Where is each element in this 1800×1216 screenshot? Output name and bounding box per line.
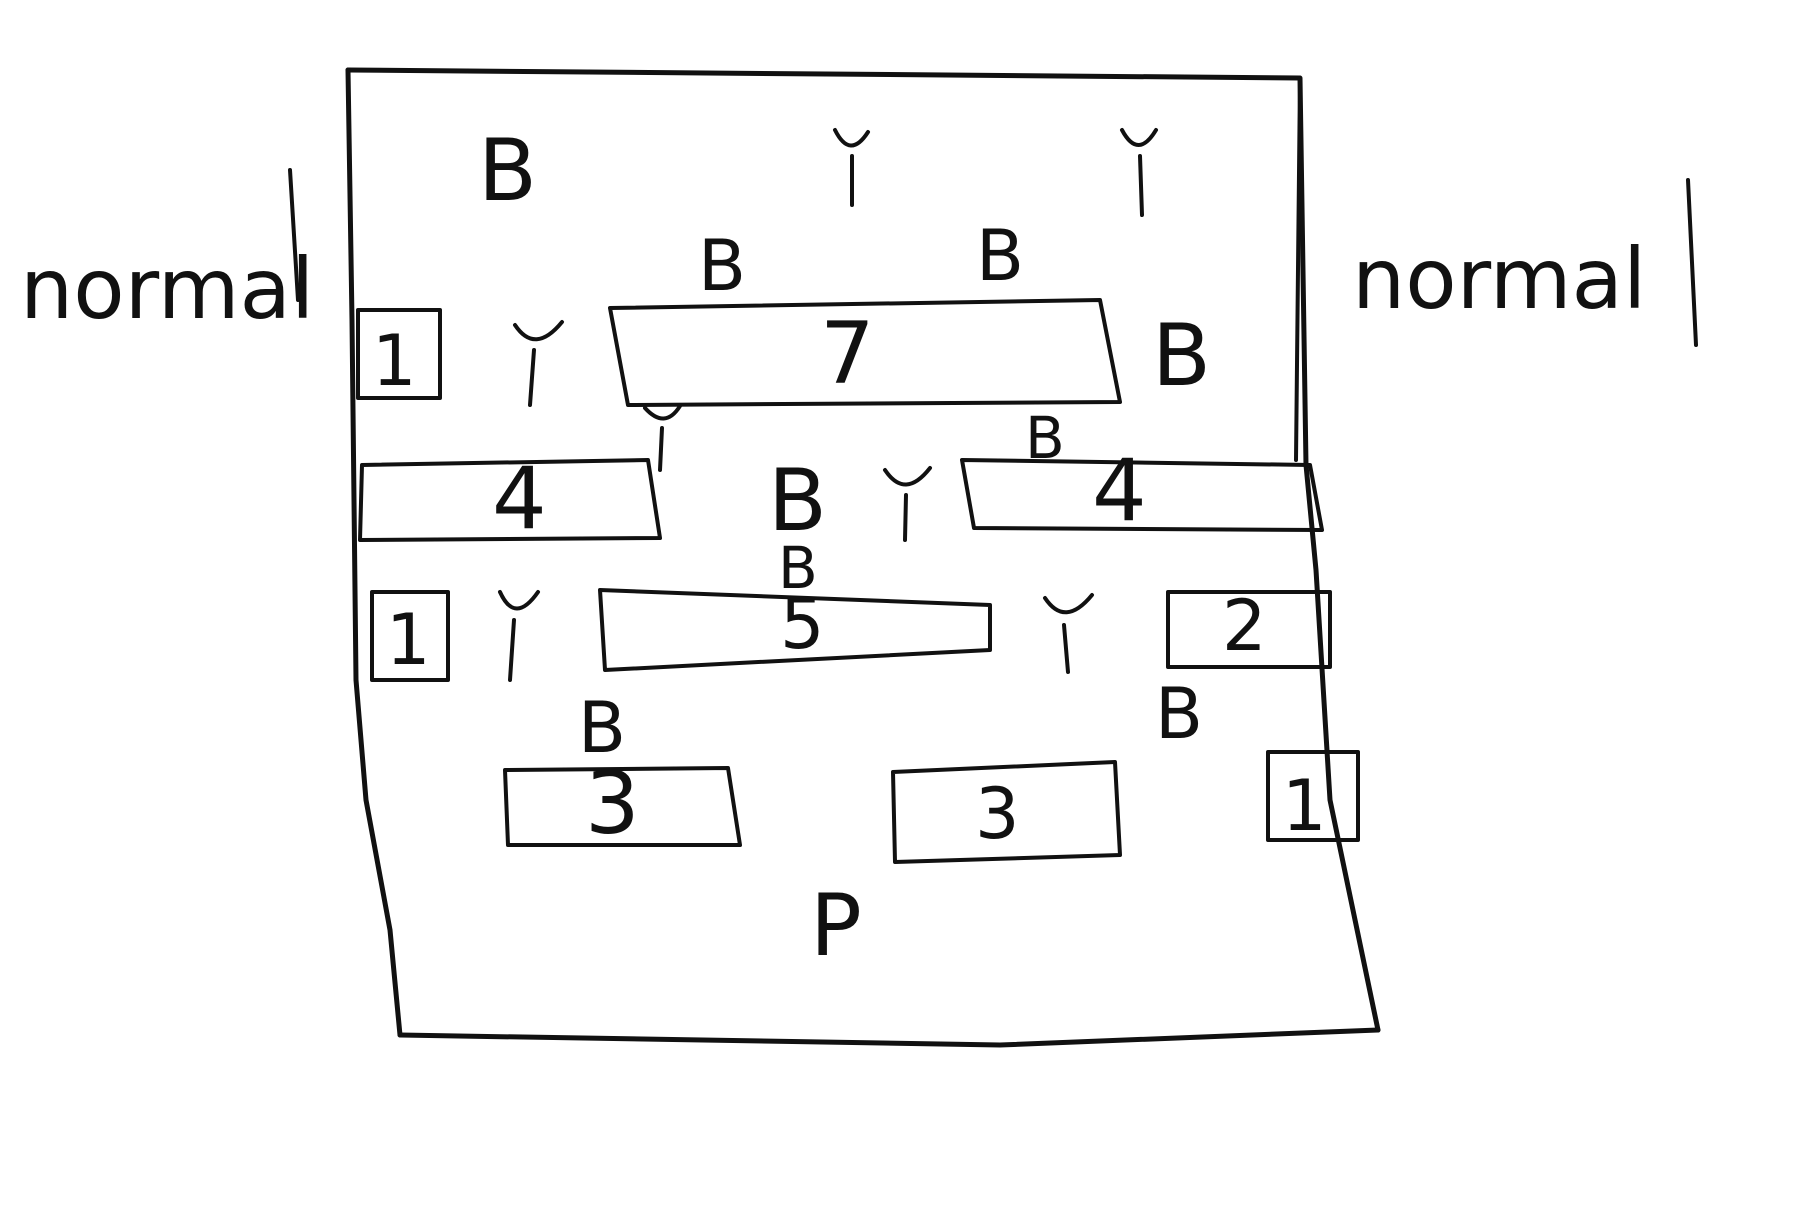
side-stroke-left — [288, 168, 300, 302]
y-icon-row3-left — [513, 320, 564, 407]
frame-right — [1303, 462, 1381, 1033]
letter-p-bottom: P — [810, 876, 862, 976]
letter-b-center-small: B — [778, 534, 818, 602]
box-3-right — [891, 760, 1122, 864]
box-1-top — [356, 308, 442, 400]
box-3-left — [503, 766, 742, 847]
side-stroke-right — [1686, 178, 1698, 347]
y-icon-center — [883, 466, 932, 542]
frame-inner-right — [1294, 76, 1302, 462]
letter-b-lower-left: B — [578, 687, 626, 769]
box-1-bottom — [1266, 750, 1360, 842]
frame-left — [345, 67, 403, 1038]
letter-b-mid-2: B — [976, 215, 1024, 297]
box-3-left-label: 3 — [585, 754, 640, 854]
box-7 — [608, 298, 1122, 407]
label-normal-left: normal — [20, 240, 314, 338]
frame-bottom — [397, 1027, 1381, 1048]
y-icon-row5-left — [498, 590, 540, 682]
y-icon-under-7 — [643, 404, 682, 472]
box-4-left-label: 4 — [492, 449, 547, 549]
letter-b-center: B — [768, 451, 827, 551]
box-5-label: 5 — [780, 583, 825, 665]
box-1-bottom-label: 1 — [1282, 765, 1327, 847]
y-icon-top-right — [1120, 128, 1158, 217]
y-icon-row5-right — [1043, 593, 1094, 674]
box-4-right — [960, 458, 1324, 532]
letter-b-right-of-7: B — [1152, 306, 1211, 406]
label-normal-right: normal — [1352, 230, 1646, 328]
box-4-right-label: 4 — [1092, 441, 1147, 541]
y-icon-top-center — [833, 128, 870, 207]
box-5 — [598, 588, 992, 672]
box-7-label: 7 — [820, 304, 875, 404]
letter-b-top-left: B — [478, 121, 537, 221]
box-2 — [1166, 590, 1332, 669]
box-2-label: 2 — [1222, 585, 1267, 667]
box-3-right-label: 3 — [975, 773, 1020, 855]
box-1-top-label: 1 — [372, 320, 417, 402]
letter-b-lower-right: B — [1155, 673, 1203, 755]
box-4-left — [358, 458, 662, 542]
box-1-mid-label: 1 — [386, 599, 431, 681]
letter-b-mid-1: B — [698, 225, 746, 307]
box-1-mid — [370, 590, 450, 682]
